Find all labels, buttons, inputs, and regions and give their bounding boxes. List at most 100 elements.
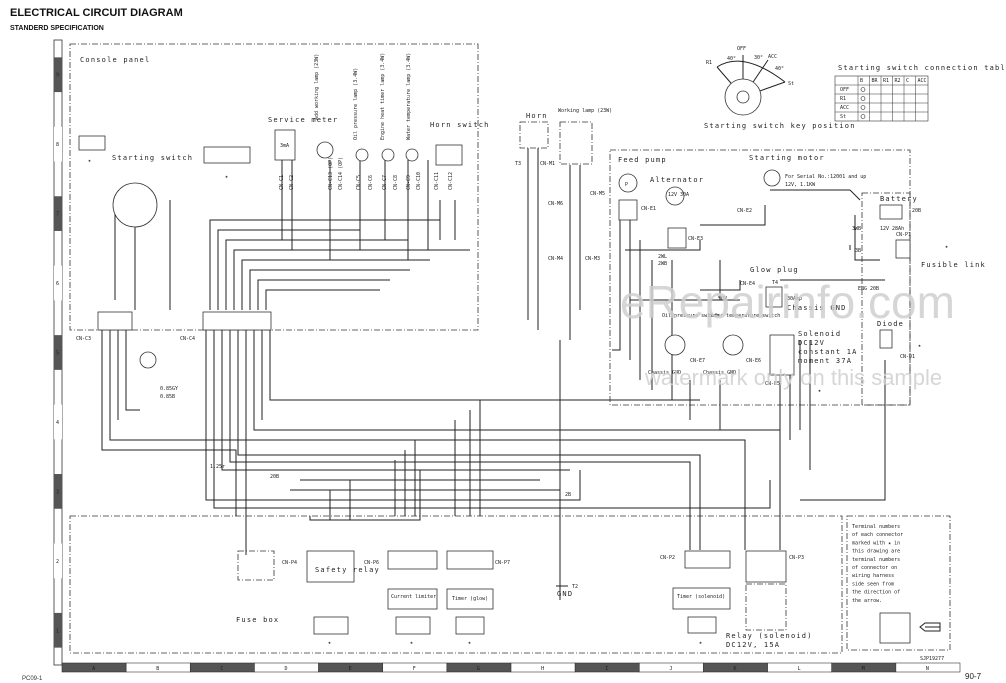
row-label: 9 (56, 73, 59, 79)
table-header: C (906, 78, 909, 84)
star-icon: ★ (699, 640, 702, 646)
solenoid-icon (769, 334, 795, 376)
console-connector-label: CN-C5 (356, 175, 362, 190)
alternator-icon (665, 186, 685, 206)
cn-p3-connector (745, 550, 787, 583)
service-meter-rating: 3mA (280, 143, 289, 149)
cn-p1-connector (895, 239, 911, 259)
console-connector-icon-1 (78, 135, 106, 151)
cn-p2-connector (684, 550, 731, 569)
connector-icon (687, 616, 717, 634)
console-connector-icon-2 (203, 146, 251, 164)
feed-pump-label: Feed pump (618, 156, 667, 164)
row-label: 6 (56, 281, 59, 287)
row-label: 8 (56, 142, 59, 148)
glow-plug-label: Glow plug (750, 266, 799, 274)
star-icon: ★ (945, 244, 948, 250)
engine-heat-lamp-label: Engine heat timer lamp (3.4W) (380, 53, 386, 140)
table-header: B (860, 78, 863, 84)
conn-table-title: Starting switch connection table (838, 64, 1006, 72)
cn-p4-label: CN-P4 (282, 560, 297, 566)
row-label: 3 (56, 489, 59, 495)
watermark-sub: watermark only on this sample (644, 365, 942, 390)
alternator-rating: 12V 30A (668, 192, 689, 198)
page-number: 90-7 (965, 672, 982, 681)
battery-label: Battery (880, 195, 918, 203)
connector-icon (313, 616, 349, 635)
service-meter-label: Service meter (268, 116, 338, 124)
timer-glow-box (446, 588, 494, 610)
relay-solenoid-label: Relay (solenoid) (726, 632, 813, 640)
star-icon: ★ (225, 174, 228, 180)
console-connector-label: CN-C12 (448, 172, 454, 190)
column-label: B (156, 666, 159, 672)
wire-label: 20B (270, 474, 279, 480)
gnd-label: GND (557, 590, 573, 598)
arrow-left-icon (919, 622, 941, 632)
row-label: 1 (56, 628, 59, 634)
star-icon: ★ (88, 158, 91, 164)
note-line: Terminal numbers (852, 524, 900, 530)
horn-connector: CN-M1 (540, 161, 555, 167)
star-icon: ★ (918, 343, 921, 349)
starting-motor-icon (763, 169, 781, 187)
note-box (846, 515, 951, 651)
connector-icon (455, 616, 485, 635)
note-line: side seen from (852, 581, 894, 587)
starting-motor-label: Starting motor (749, 154, 825, 162)
starting-switch-icon (112, 182, 158, 228)
table-row-label: R1 (840, 96, 846, 102)
solenoid-line-2: DC12V (798, 339, 825, 347)
engine-region (609, 149, 911, 406)
diode-icon (879, 329, 893, 349)
starting-switch-label: Starting switch (112, 154, 193, 162)
note-line: of connector on (852, 565, 897, 571)
page-title: ELECTRICAL CIRCUIT DIAGRAM (10, 7, 183, 19)
feed-pump-icon (618, 173, 638, 193)
cn-c3-label: CN-C3 (76, 336, 91, 342)
key-r1: R1 (706, 60, 712, 66)
wire-label: 20B (912, 208, 921, 214)
wire-label: 1.25r (210, 464, 225, 470)
wire-label: 2B (565, 492, 571, 498)
solenoid-line-4: moment 37A (798, 357, 852, 365)
engine-heat-lamp-icon (381, 148, 395, 162)
cn-p6-label: CN-P6 (364, 560, 379, 566)
console-connector-label: CN-C14 (OP) (338, 157, 344, 190)
horn-icon (519, 121, 549, 149)
console-connector-label: CN-C1 (279, 175, 285, 190)
cn-p3-label: CN-P3 (789, 555, 804, 561)
wire-label: 20B (870, 286, 879, 292)
solenoid-line-1: Solenoid (798, 330, 841, 338)
console-connector-label: CN-C13 (OP) (328, 157, 334, 190)
table-header: BR (872, 78, 879, 84)
key-acc: ACC (768, 54, 777, 60)
table-header: ACC (918, 78, 927, 84)
console-panel-label: Console panel (80, 56, 150, 64)
cn-e4-label: CN-E4 (740, 281, 755, 287)
horn-terminal: T3 (515, 161, 521, 167)
column-label: I (605, 666, 608, 672)
relay-solenoid-icon (745, 583, 787, 631)
cn-e5-label: CN-E5 (765, 381, 780, 387)
key-position-diagram (716, 55, 786, 116)
connector-icon (395, 616, 431, 635)
cn-d1-label: CN-D1 (900, 354, 915, 360)
column-label: K (734, 666, 737, 672)
service-meter-icon (274, 129, 296, 161)
wire-label: 3WB (852, 226, 861, 232)
connector-illustration-icon (879, 612, 911, 644)
horn-switch-label: Horn switch (430, 121, 490, 129)
water-temp-lamp-icon (405, 148, 419, 162)
wire-label: 2WB (658, 261, 667, 267)
table-row-label: OFF (840, 87, 849, 93)
wire-label: 3B (855, 248, 861, 254)
water-temp-switch-label: Water temperature switch (708, 313, 780, 319)
table-header: R1 (883, 78, 889, 84)
cn-c4-label: CN-C4 (180, 336, 195, 342)
column-label: H (541, 666, 544, 672)
cn-e3-connector (667, 227, 687, 249)
relay-rating: DC12V, 15A (726, 641, 780, 649)
